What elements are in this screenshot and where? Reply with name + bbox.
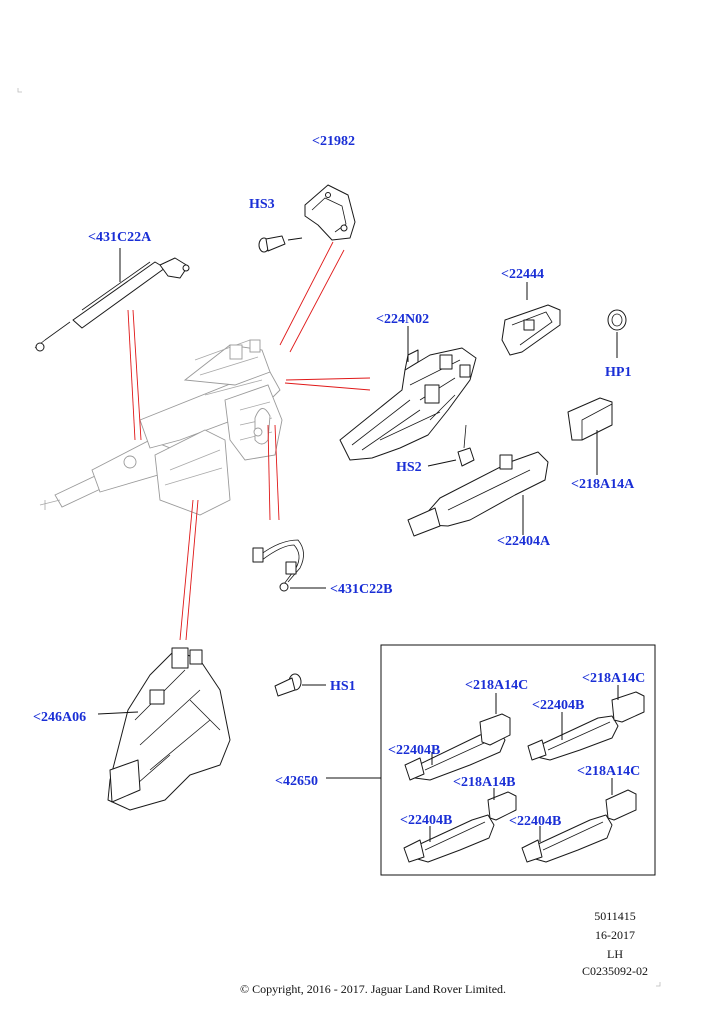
corner-mark-bottom-right [656, 982, 661, 987]
label-kit-218a14b: <218A14B [453, 775, 515, 790]
label-42650: <42650 [275, 774, 318, 789]
copyright: © Copyright, 2016 - 2017. Jaguar Land Ro… [240, 982, 506, 996]
part-218a14a-cap [567, 397, 613, 475]
label-431c22a: <431C22A [88, 230, 152, 245]
kit-42650-box [380, 644, 656, 876]
ghost-assembly [39, 339, 283, 516]
label-431c22b: <431C22B [330, 582, 392, 597]
kit-handle-2 [527, 712, 619, 761]
label-kit-22404b-1: <22404B [532, 698, 584, 713]
part-431c22b-cable [252, 539, 326, 592]
label-21982: <21982 [312, 134, 355, 149]
label-22404a: <22404A [497, 534, 551, 549]
label-hs1: HS1 [330, 679, 356, 694]
label-224n02: <224N02 [376, 312, 429, 327]
meta-side: LH [607, 947, 623, 961]
label-kit-218a14c-1: <218A14C [465, 678, 528, 693]
meta-ref: C0235092-02 [582, 964, 648, 978]
meta-code: 5011415 [594, 909, 636, 923]
kit-cap-4 [605, 778, 637, 821]
corner-mark-top-left [17, 88, 22, 93]
part-431c22a-cable [34, 248, 190, 352]
label-kit-22404b-3: <22404B [400, 813, 452, 828]
label-kit-218a14c-3: <218A14C [577, 764, 640, 779]
label-hp1: HP1 [605, 365, 631, 380]
meta-date: 16-2017 [595, 928, 635, 942]
part-hs3-screw [258, 235, 303, 253]
part-22404a-handle [407, 451, 549, 537]
part-224n02-carrier [339, 326, 477, 461]
part-21982-bracket [304, 184, 356, 241]
label-246a06: <246A06 [33, 710, 86, 725]
label-hs3: HS3 [249, 197, 275, 212]
kit-cap-1 [479, 693, 511, 746]
label-kit-218a14c-2: <218A14C [582, 671, 645, 686]
label-218a14a: <218A14A [571, 477, 635, 492]
label-22444: <22444 [501, 267, 544, 282]
part-hp1-plug [607, 309, 627, 358]
kit-cap-3 [487, 788, 517, 821]
part-hs1-bolt [274, 673, 326, 697]
part-hs2-screw [427, 424, 475, 467]
label-kit-22404b-2: <22404B [388, 743, 440, 758]
label-kit-22404b-4: <22404B [509, 814, 561, 829]
part-246a06-latch [97, 647, 231, 811]
kit-cap-2 [611, 685, 645, 723]
red-reference-lines [127, 241, 371, 641]
part-22444-gasket [501, 282, 561, 356]
kit-handle-4 [521, 814, 613, 863]
label-hs2: HS2 [396, 460, 422, 475]
kit-handle-3 [403, 814, 495, 863]
